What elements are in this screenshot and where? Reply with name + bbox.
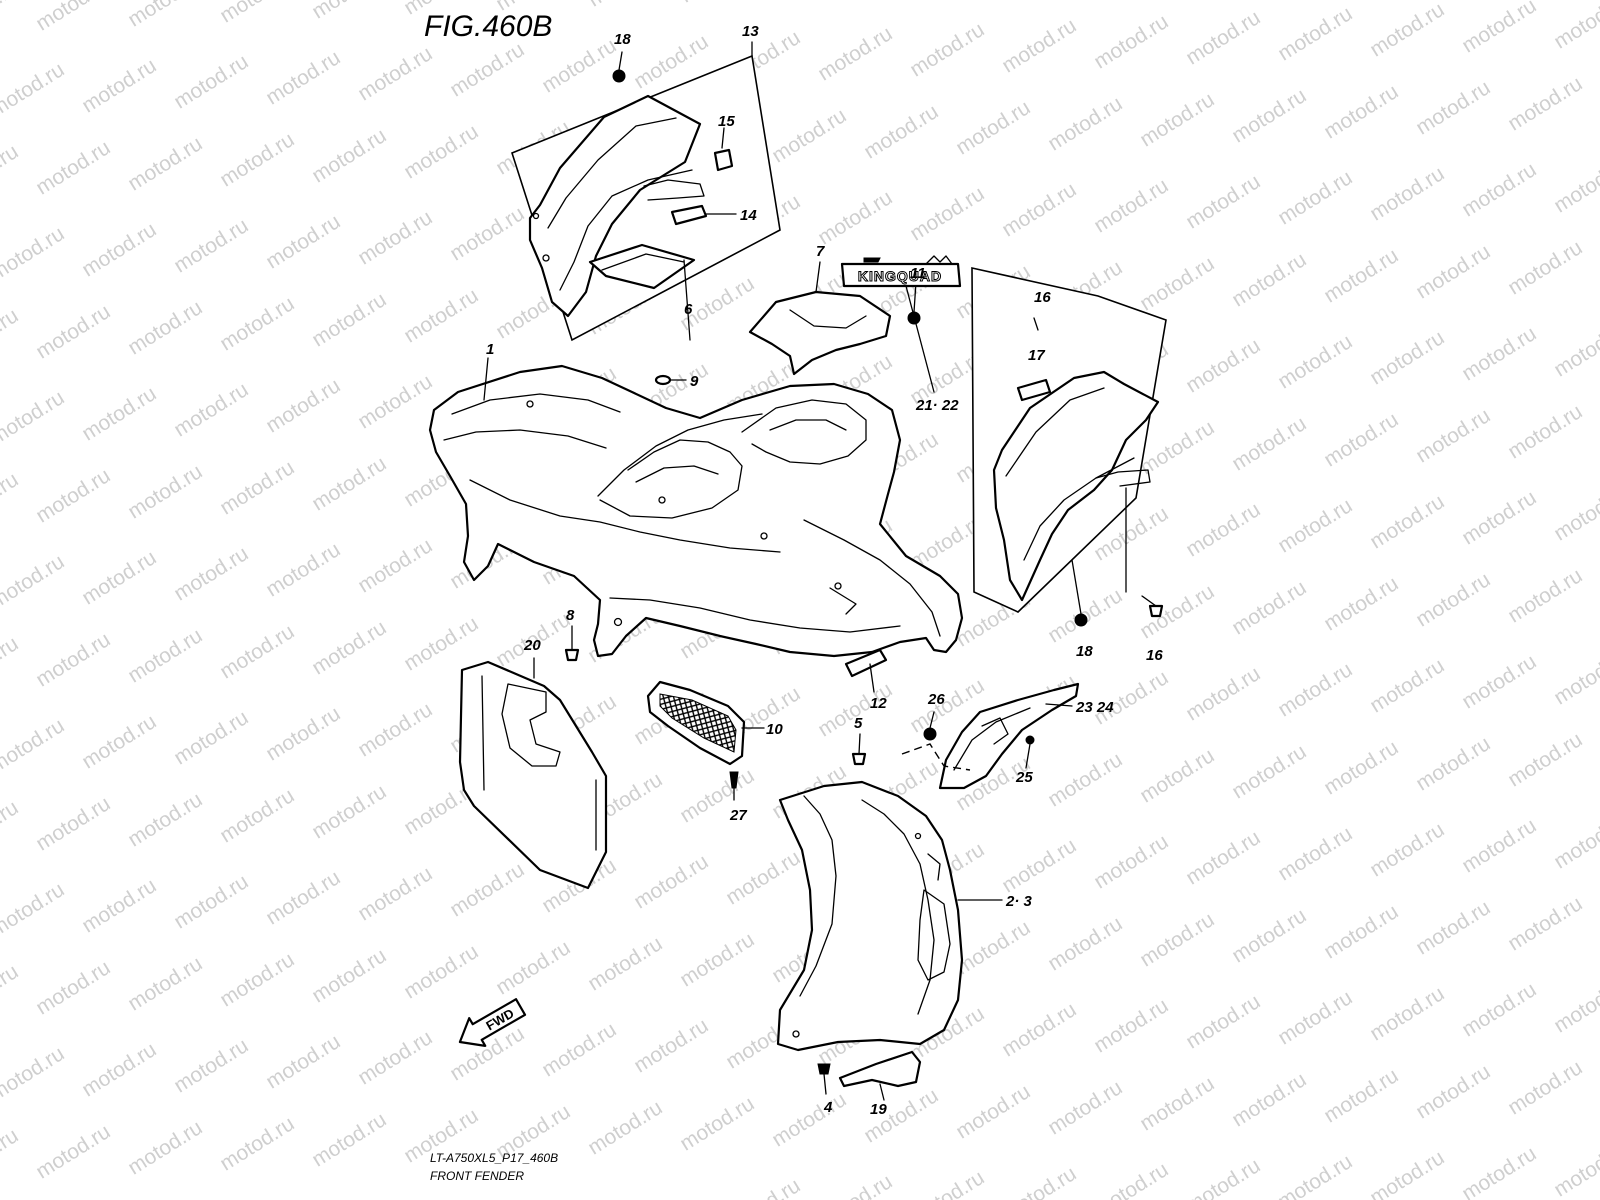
right-side-cover-part	[992, 370, 1160, 602]
callout-18-bottom: 18	[1076, 643, 1093, 660]
screw-part-25	[1025, 735, 1035, 769]
pad-part-12	[844, 648, 888, 693]
callout-14: 14	[740, 207, 757, 224]
callout-7: 7	[816, 243, 825, 260]
callout-1: 1	[486, 341, 494, 358]
callout-4: 4	[823, 1099, 833, 1116]
callout-16-top: 16	[1034, 289, 1051, 306]
bolt-part-26	[923, 711, 937, 741]
bolt-part-18-bottom	[1071, 559, 1088, 627]
callout-9: 9	[690, 373, 699, 390]
callout-18-top: 18	[614, 31, 631, 48]
callout-2-3: 2· 3	[1005, 893, 1033, 910]
cushion-part-15	[713, 148, 734, 172]
pin-part-27	[729, 771, 739, 801]
clip-part-5	[851, 733, 867, 766]
callout-21-22: 21· 22	[915, 397, 959, 414]
cover-part-7	[748, 261, 892, 376]
callout-15: 15	[718, 113, 735, 130]
group-box-13	[511, 41, 781, 342]
assembly-leader-line	[901, 743, 971, 771]
bolt-part-18-top	[612, 51, 626, 83]
callout-25: 25	[1015, 769, 1033, 786]
callout-26: 26	[927, 691, 945, 708]
bracket-part-23-24	[938, 682, 1080, 790]
callout-11: 11	[910, 265, 926, 282]
fwd-direction-arrow: FWD	[458, 998, 527, 1047]
figure-title: FIG.460B	[424, 10, 552, 43]
grille-part-10	[646, 680, 765, 766]
pad-part-17	[1016, 378, 1052, 402]
callout-23-24: 23 24	[1075, 699, 1114, 716]
callout-27: 27	[729, 807, 747, 824]
callout-13: 13	[742, 23, 759, 40]
model-code: LT-A750XL5_P17_460B	[430, 1151, 558, 1165]
callout-20: 20	[523, 637, 541, 654]
section-name: FRONT FENDER	[430, 1169, 524, 1183]
front-fender-main-part-1	[428, 357, 964, 658]
callout-19: 19	[870, 1101, 887, 1118]
clip-part-8	[564, 625, 580, 662]
group-box-16	[971, 267, 1167, 627]
callout-16-bottom: 16	[1146, 647, 1163, 664]
kingquad-emblem: KINGQUAD	[840, 255, 962, 393]
callout-labels: 18 13 15 14 7 11 16 6 1 9 17 21· 22 8 18…	[486, 23, 1163, 1118]
pad-part-14	[670, 204, 737, 226]
inner-fender-part-2-3	[776, 780, 1003, 1052]
screw-part-16-bottom	[1125, 487, 1164, 618]
callout-10: 10	[766, 721, 783, 738]
callout-12: 12	[870, 695, 887, 712]
panel-part-6	[588, 243, 696, 341]
clip-part-4	[817, 1063, 831, 1095]
callout-5: 5	[854, 715, 863, 732]
callout-8: 8	[566, 607, 575, 624]
callout-17: 17	[1028, 347, 1045, 364]
emblem-text: KINGQUAD	[858, 268, 942, 284]
strip-part-19	[838, 1050, 922, 1101]
left-side-cover-part	[528, 94, 705, 318]
inner-panel-part-20	[458, 657, 608, 890]
nut-part-9	[654, 374, 687, 386]
callout-6: 6	[684, 301, 693, 318]
